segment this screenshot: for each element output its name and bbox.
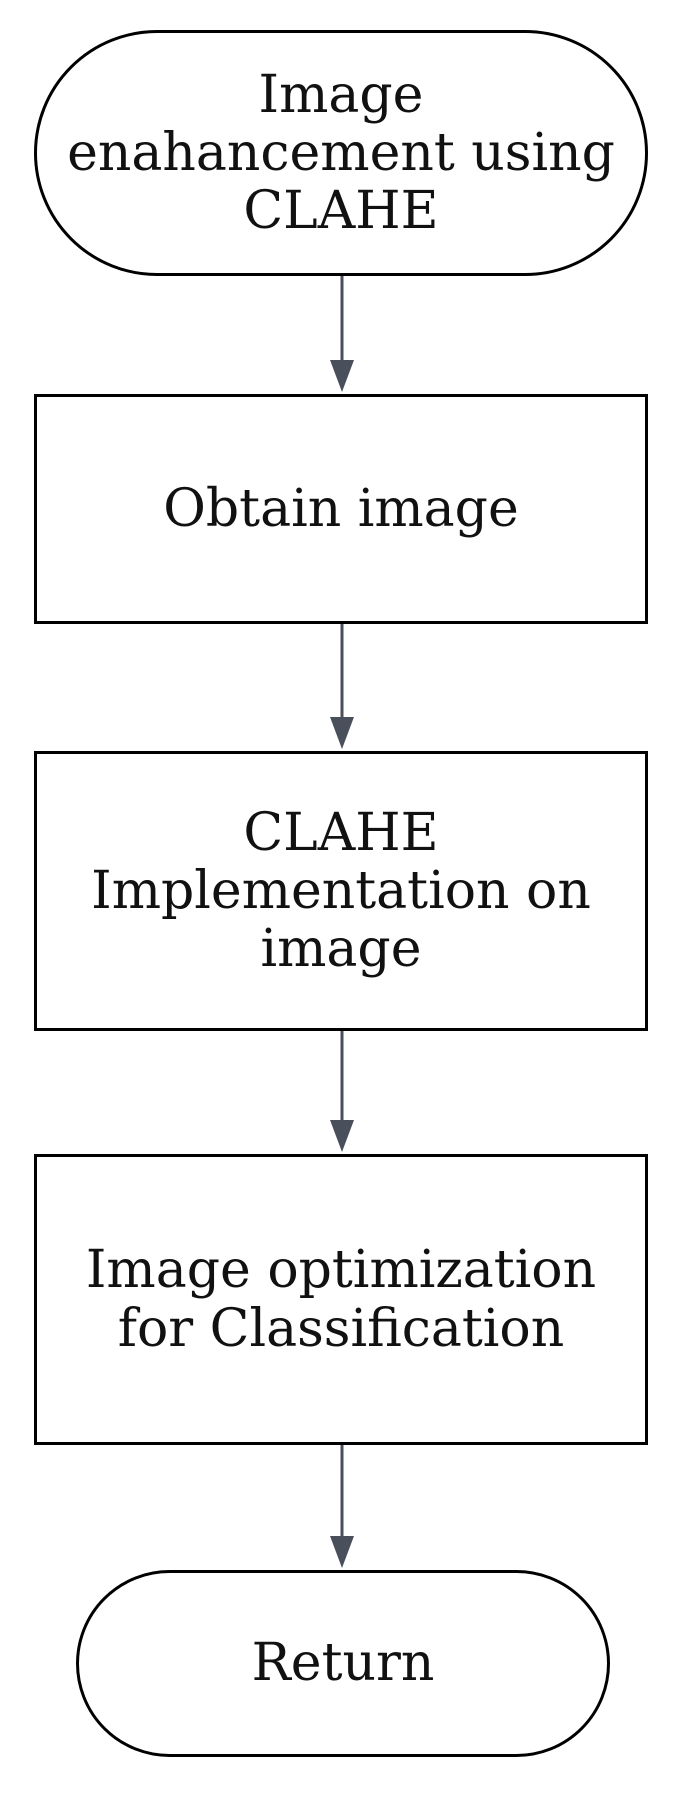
return-terminator-node: Return: [76, 1570, 610, 1757]
arrowhead-icon: [330, 360, 354, 392]
edge-start-to-obtain: [330, 276, 354, 392]
node-label: Obtain image: [163, 478, 519, 539]
arrowhead-icon: [330, 1120, 354, 1152]
node-label: Return: [251, 1633, 435, 1694]
edge-opt-to-return: [330, 1445, 354, 1568]
obtain-image-process-node: Obtain image: [34, 394, 648, 624]
arrowhead-icon: [330, 717, 354, 749]
arrowhead-icon: [330, 1536, 354, 1568]
edge-clahe-to-opt: [330, 1031, 354, 1152]
edge-obtain-to-clahe: [330, 624, 354, 749]
